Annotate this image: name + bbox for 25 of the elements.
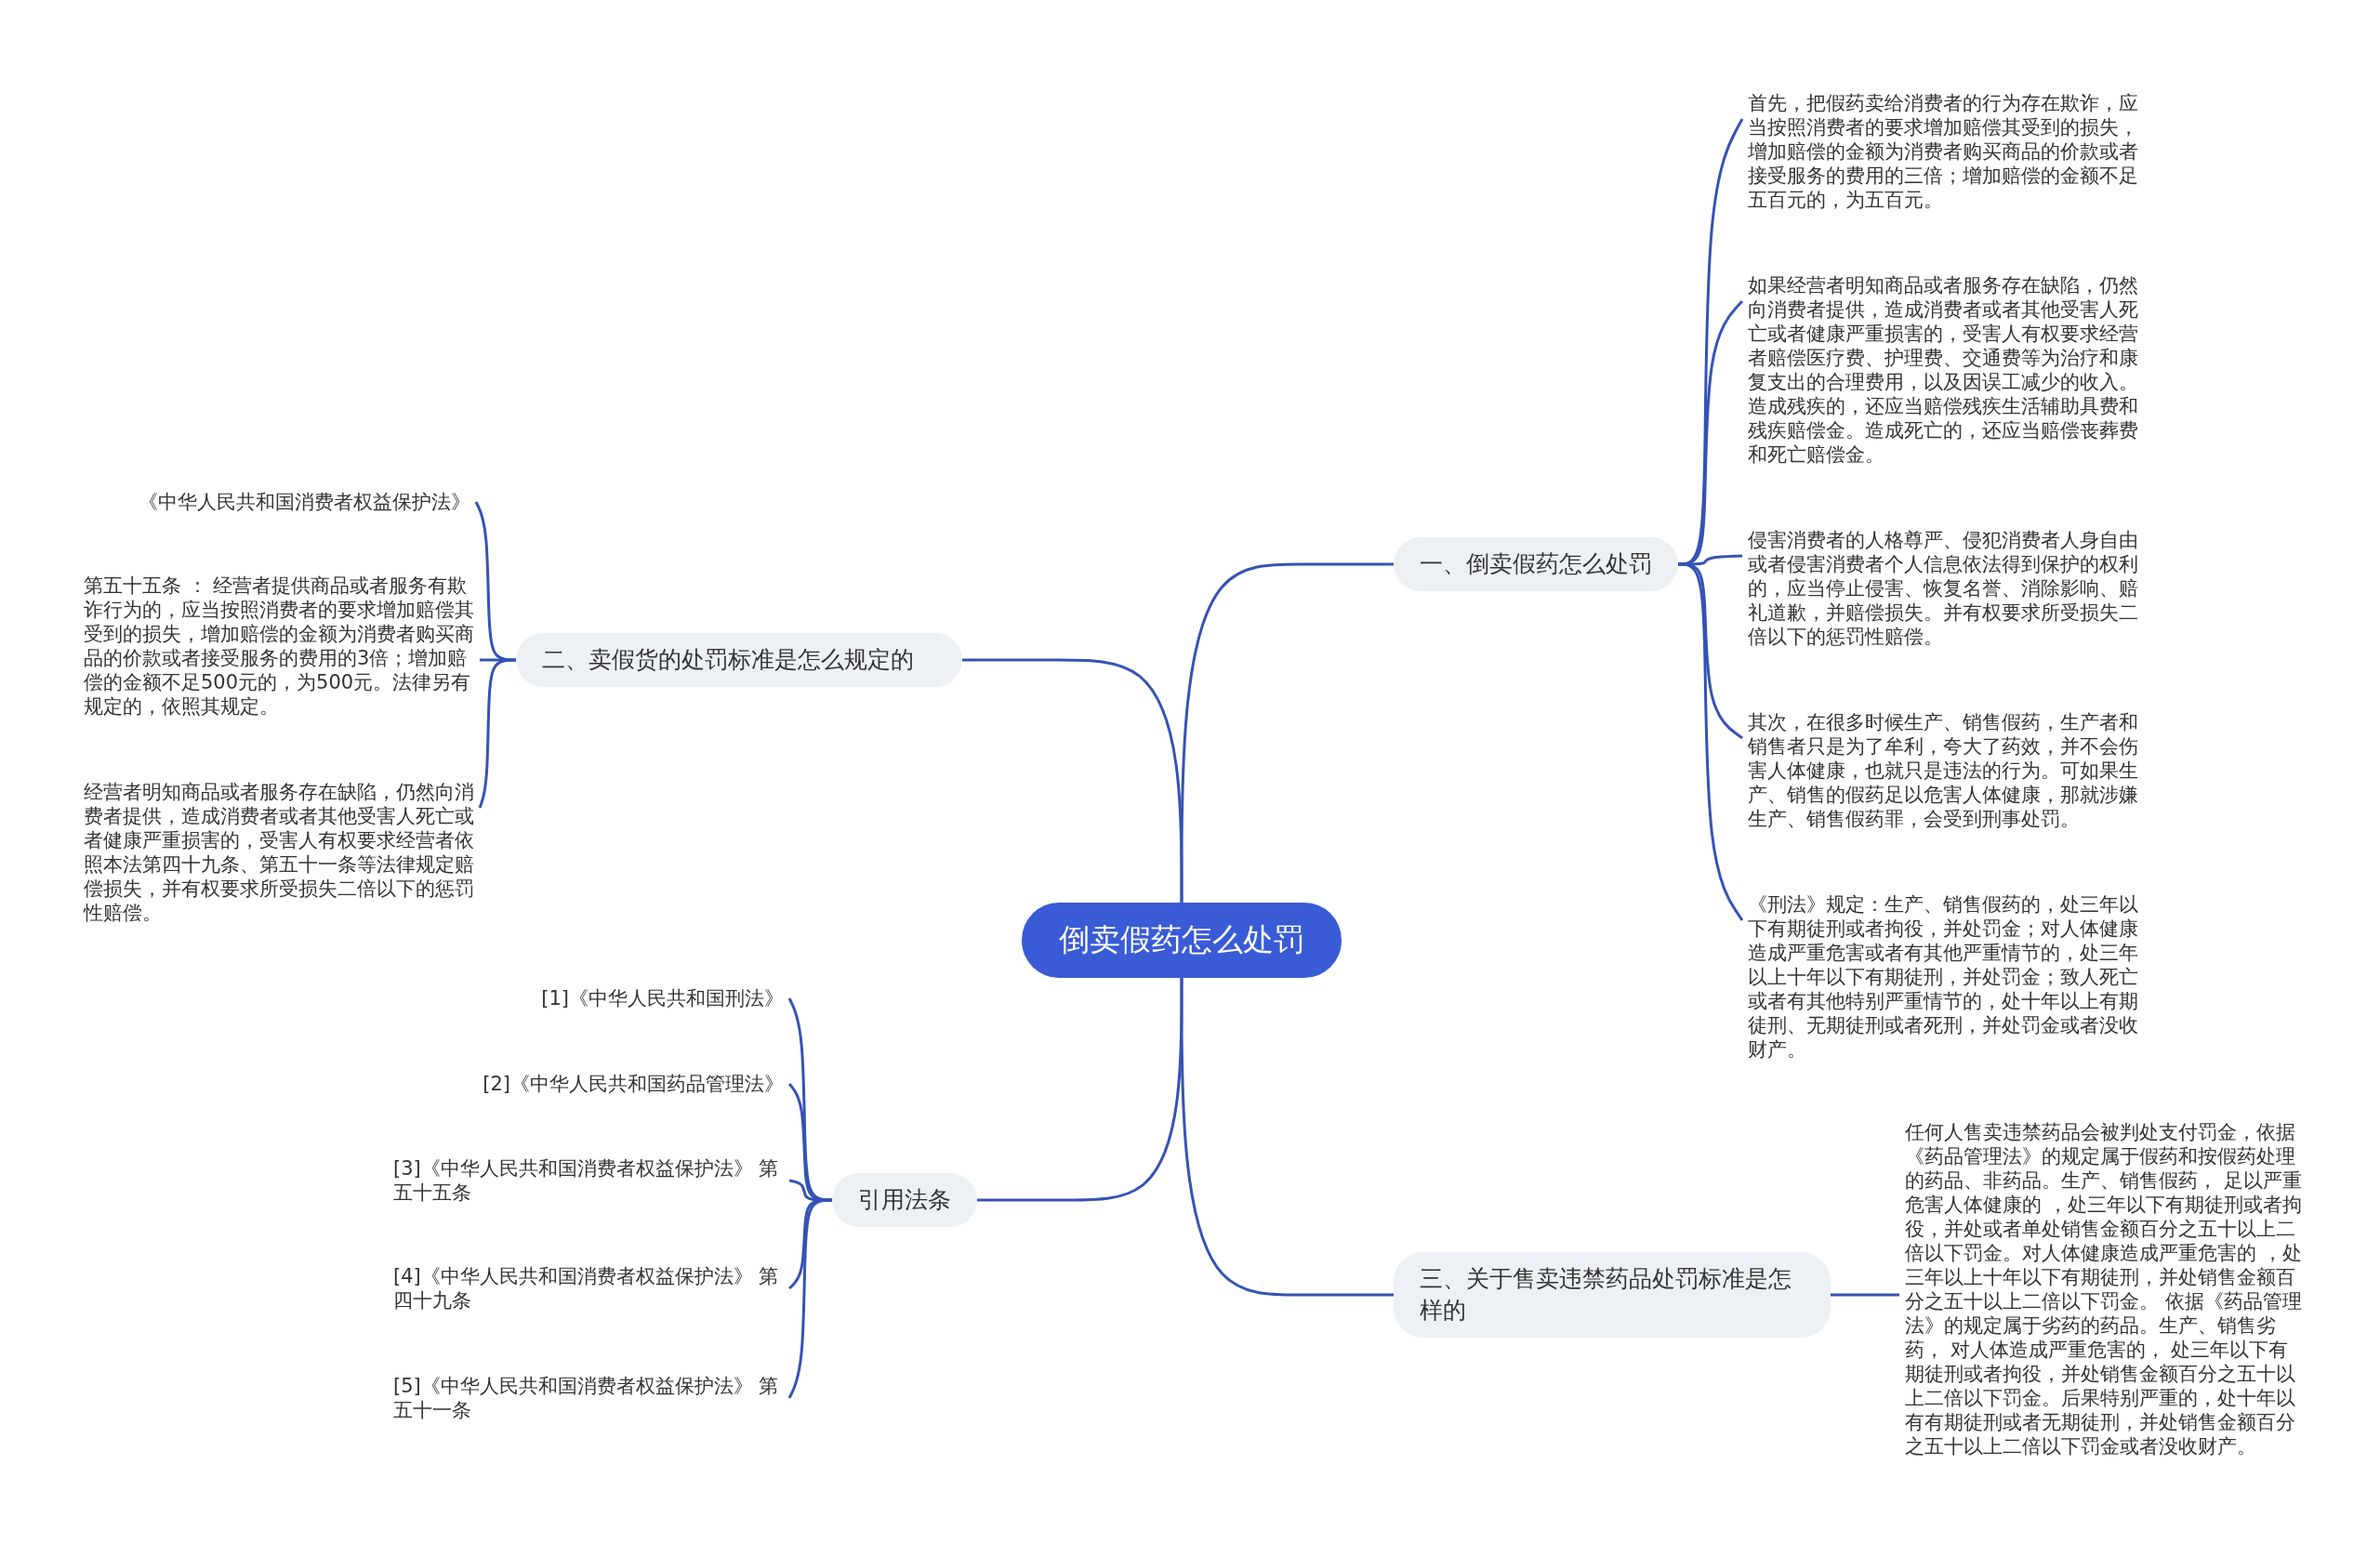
topic-pill: 引用法条 xyxy=(832,1173,977,1227)
note-text: [1]《中华人民共和国刑法》 xyxy=(541,986,784,1010)
connector-line xyxy=(478,658,516,809)
note-text: [4]《中华人民共和国消费者权益保护法》 第四十九条 xyxy=(393,1264,784,1313)
note-text: 《刑法》规定：生产、销售假药的，处三年以下有期徒刑或者拘役，并处罚金；对人体健康造成严重危害或者有其他严重情节的，处三年以上十年以下有期徒刑，并处罚金；致人死亡或者有其他特别严重情节的，处十年以上有期徒刑、无期徒刑或者死刑，并处罚金或者没收财产。 xyxy=(1748,892,2148,1062)
connector-line xyxy=(787,1198,832,1399)
topic-pill: 二、卖假货的处罚标准是怎么规定的 xyxy=(516,633,962,687)
connector-line xyxy=(962,658,1183,903)
note-text: 经营者明知商品或者服务存在缺陷，仍然向消费者提供，造成消费者或者其他受害人死亡或者健康严重损害的，受害人有权要求经营者依照本法第四十九条、第五十一条等法律规定赔偿损失，并有权要求所受损失二倍以下的惩罚性赔偿。 xyxy=(84,780,474,925)
note-text: 侵害消费者的人格尊严、侵犯消费者人身自由或者侵害消费者个人信息依法得到保护的权利的，应当停止侵害、恢复名誉、消除影响、赔礼道歉，并赔偿损失。并有权要求所受损失二倍以下的惩罚性赔偿。 xyxy=(1748,528,2148,649)
note-text: 如果经营者明知商品或者服务存在缺陷，仍然向消费者提供，造成消费者或者其他受害人死亡或者健康严重损害的，受害人有权要求经营者赔偿医疗费、护理费、交通费等为治疗和康复支出的合理费用，以及因误工减少的收入。造成残疾的，还应当赔偿残疾生活辅助具费和残疾赔偿金。造成死亡的，还应当赔偿丧葬费和死亡赔偿金。 xyxy=(1748,273,2148,467)
note-text: 《中华人民共和国消费者权益保护法》 xyxy=(139,490,470,514)
note-text: 其次，在很多时候生产、销售假药，生产者和销售者只是为了牟利，夸大了药效，并不会伤害人体健康，也就只是违法的行为。可如果生产、销售的假药足以危害人体健康，那就涉嫌生产、销售假药罪，会受到刑事处罚。 xyxy=(1748,710,2148,831)
topic-pill: 三、关于售卖违禁药品处罚标准是怎样的 xyxy=(1394,1252,1831,1338)
topic-pill: 一、倒卖假药怎么处罚 xyxy=(1394,537,1678,591)
note-text: 第五十五条 ： 经营者提供商品或者服务有欺诈行为的，应当按照消费者的要求增加赔偿其受到的损失，增加赔偿的金额为消费者购买商品的价款或者接受服务的费用的3倍；增加赔偿的金额不足500元的，为500元。法律另有规定的，依照其规定。 xyxy=(84,574,474,719)
central-topic: 倒卖假药怎么处罚 xyxy=(1022,903,1342,978)
note-text: 首先，把假药卖给消费者的行为存在欺诈，应当按照消费者的要求增加赔偿其受到的损失，增加赔偿的金额为消费者购买商品的价款或者接受服务的费用的三倍；增加赔偿的金额不足五百元的，为五百元。 xyxy=(1748,91,2148,212)
connector-line xyxy=(1678,562,1744,921)
connector-line xyxy=(1831,1293,1899,1297)
note-text: 任何人售卖违禁药品会被判处支付罚金，依据《药品管理法》的规定属于假药和按假药处理的药品、非药品。生产、销售假药， 足以严重危害人体健康的 ，处三年以下有期徒刑或者拘役，并处或者单处销售金额百分之五十以上二倍以下罚金。对人体健康造成严重危害的 ，处三年以上十年以下有期徒刑，并处销售金额百分之五十以上二倍以下罚金。 依据《药品管理法》的规定属于劣药的药品。生产、销售劣药， 对人体造成严重危害的， 处三年以下有期徒刑或者拘役，并处销售金额百分之五十以上二倍以下罚金。后果特别严重的，处十年以有有期徒刑或者无期徒刑，并处销售金额百分之五十以上二倍以下罚金或者没收财产。 xyxy=(1905,1120,2305,1458)
note-text: [3]《中华人民共和国消费者权益保护法》 第五十五条 xyxy=(393,1156,784,1205)
note-text: [5]《中华人民共和国消费者权益保护法》 第五十一条 xyxy=(393,1374,784,1422)
connector-line xyxy=(977,978,1183,1202)
note-text: [2]《中华人民共和国药品管理法》 xyxy=(483,1072,784,1096)
